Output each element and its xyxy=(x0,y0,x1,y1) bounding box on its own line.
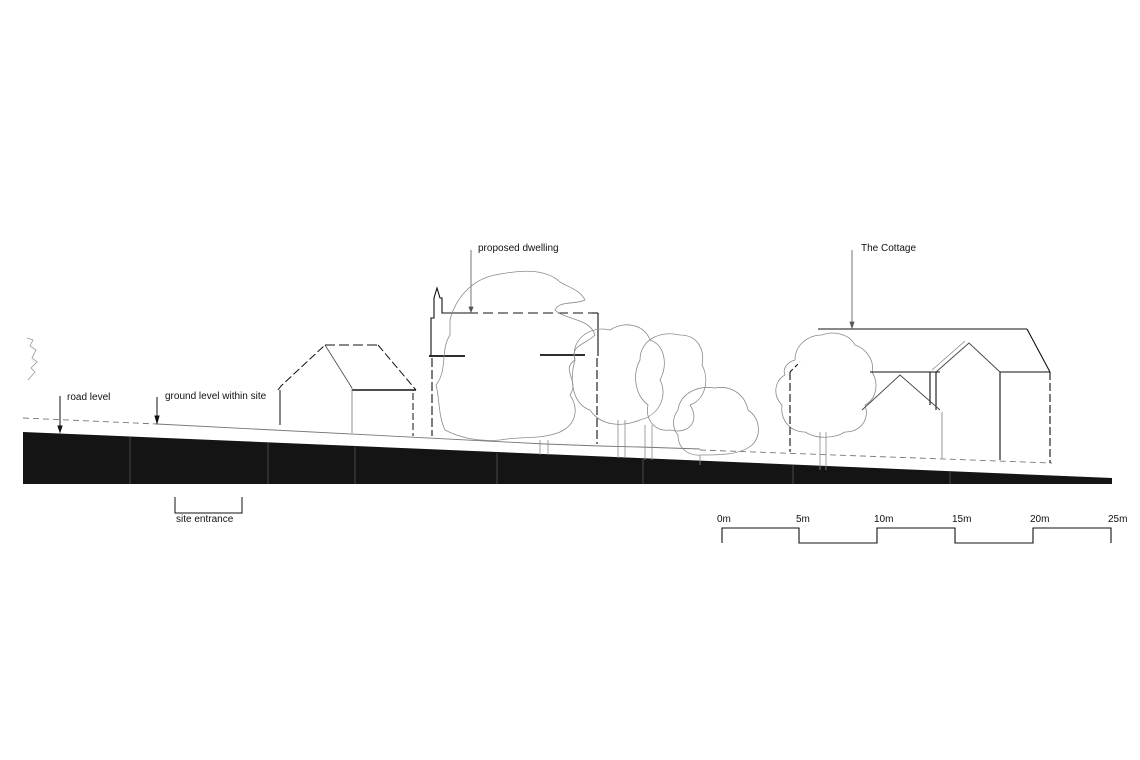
the-cottage-outline xyxy=(789,328,1051,463)
tree-fragment-icon xyxy=(26,337,38,381)
site-entrance-bracket xyxy=(174,497,243,514)
proposed-dwelling-label: proposed dwelling xyxy=(478,243,559,254)
scale-tick-0: 0m xyxy=(717,514,731,525)
scale-tick-25: 25m xyxy=(1108,514,1128,525)
ground-level-label: ground level within site xyxy=(165,391,267,402)
neighbour-building xyxy=(277,344,417,436)
road-level-arrow-icon xyxy=(57,396,63,434)
ground-level-arrow-icon xyxy=(154,397,160,425)
the-cottage-arrow-icon xyxy=(849,250,855,330)
scale-bar xyxy=(721,527,1112,544)
proposed-dwelling-arrow-icon xyxy=(468,250,474,314)
road-level-label: road level xyxy=(67,392,111,403)
ground-level-line xyxy=(22,417,1053,464)
scale-tick-15: 15m xyxy=(952,514,972,525)
scale-tick-5: 5m xyxy=(796,514,810,525)
proposed-dwelling-outline xyxy=(429,286,599,444)
trees xyxy=(435,270,877,470)
scale-tick-20: 20m xyxy=(1030,514,1050,525)
ground-section xyxy=(23,432,1112,484)
scale-tick-10: 10m xyxy=(874,514,894,525)
site-entrance-label: site entrance xyxy=(176,514,234,525)
the-cottage-label: The Cottage xyxy=(861,243,917,254)
